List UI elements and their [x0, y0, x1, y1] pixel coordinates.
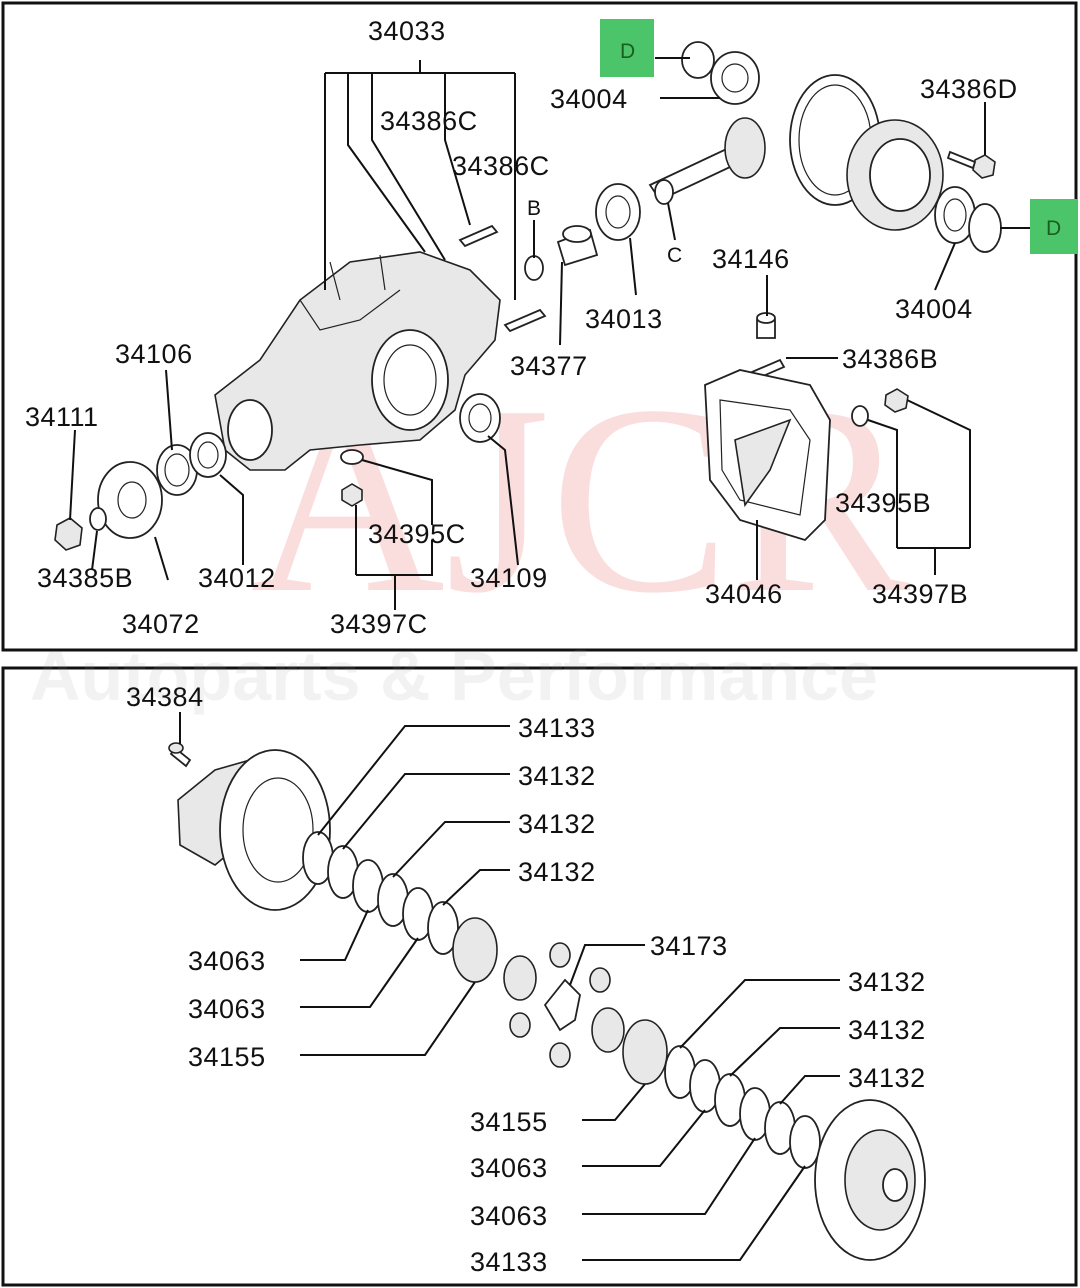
top-labels: 34033 34386C 34386C 34004 34386D B C 341… — [25, 16, 1018, 639]
label-34173: 34173 — [650, 931, 728, 961]
leader-lines-bottom — [179, 712, 840, 1261]
label-34397C: 34397C — [330, 609, 428, 639]
bolt-34384 — [168, 742, 192, 768]
diff-case-half-right — [814, 1099, 926, 1261]
tag-d-upper-label: D — [620, 40, 635, 63]
top-panel-frame — [1, 1, 1078, 652]
bearing-34012 — [189, 432, 227, 478]
bottom-panel-frame — [1, 666, 1078, 1287]
flange-34072 — [97, 461, 163, 539]
carrier-housing — [214, 251, 501, 471]
label-34395B: 34395B — [835, 488, 931, 518]
label-34013: 34013 — [585, 304, 663, 334]
washer-B — [524, 255, 544, 281]
label-34377: 34377 — [510, 351, 588, 381]
label-34132-c: 34132 — [518, 857, 596, 887]
rear-cover-34046 — [704, 369, 831, 542]
clutch-pack-left — [302, 831, 498, 983]
label-34004-a: 34004 — [550, 84, 628, 114]
plug-34146 — [756, 312, 776, 339]
tag-d-upper: D — [600, 19, 654, 77]
label-34385B: 34385B — [37, 563, 133, 593]
spacer-34377 — [556, 225, 599, 267]
label-34397B: 34397B — [872, 579, 968, 609]
label-34004-b: 34004 — [895, 294, 973, 324]
label-34386B: 34386B — [842, 344, 938, 374]
label-34063-b: 34063 — [188, 994, 266, 1024]
label-34111: 34111 — [25, 402, 99, 432]
label-ref-C: C — [667, 244, 682, 267]
nut-34111 — [54, 517, 83, 551]
seal-34109 — [459, 393, 501, 443]
label-34132-b: 34132 — [518, 809, 596, 839]
label-34063-d: 34063 — [470, 1201, 548, 1231]
leader-lines-top — [69, 57, 1030, 610]
label-34155-b: 34155 — [470, 1107, 548, 1137]
label-34106: 34106 — [115, 339, 193, 369]
tag-d-lower: D — [1030, 199, 1078, 254]
label-34132-e: 34132 — [848, 1015, 926, 1045]
watermark-tagline: Autoparts & Performance — [30, 637, 878, 715]
label-34072: 34072 — [122, 609, 200, 639]
label-34012: 34012 — [198, 563, 276, 593]
bolt-34386C-upper — [458, 224, 499, 248]
label-34109: 34109 — [470, 563, 548, 593]
label-34155-a: 34155 — [188, 1042, 266, 1072]
bearing-34004-upper — [681, 41, 760, 105]
nut-34395C — [340, 449, 364, 507]
plug-34395B — [851, 388, 909, 427]
tag-d-lower-label: D — [1046, 217, 1061, 240]
label-34132-f: 34132 — [848, 1063, 926, 1093]
bearing-34004-lower — [934, 186, 1002, 253]
label-34133-a: 34133 — [518, 713, 596, 743]
bearing-34013 — [595, 183, 641, 241]
label-ref-B: B — [527, 197, 541, 220]
label-34146: 34146 — [712, 244, 790, 274]
bottom-labels: 34384 34133 34132 34132 34132 34173 3406… — [126, 682, 926, 1277]
label-34063-c: 34063 — [470, 1153, 548, 1183]
bolt-34386C-lower — [503, 308, 547, 333]
ring-gear-and-case — [789, 74, 944, 231]
label-34133-b: 34133 — [470, 1247, 548, 1277]
label-34384: 34384 — [126, 682, 204, 712]
side-gears-and-spider — [503, 942, 625, 1068]
label-34132-a: 34132 — [518, 761, 596, 791]
label-34063-a: 34063 — [188, 946, 266, 976]
label-34386C-b: 34386C — [452, 151, 550, 181]
diff-case-half-left — [177, 749, 331, 911]
drive-pinion — [648, 117, 766, 205]
washer-34385B — [89, 507, 107, 531]
bolt-34386D — [946, 150, 996, 179]
label-34386D: 34386D — [920, 74, 1018, 104]
label-34046: 34046 — [705, 579, 783, 609]
clutch-pack-right — [622, 1019, 821, 1169]
label-34395C: 34395C — [368, 519, 466, 549]
label-34132-d: 34132 — [848, 967, 926, 997]
label-34033: 34033 — [368, 16, 446, 46]
label-34386C-a: 34386C — [380, 106, 478, 136]
